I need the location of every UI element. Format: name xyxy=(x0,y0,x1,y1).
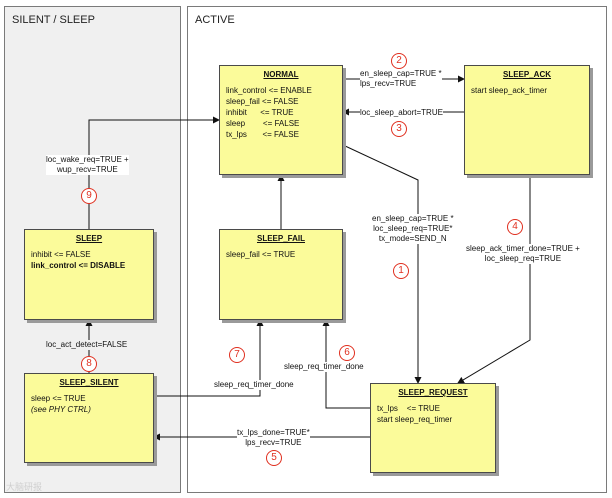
arrow-sleep-silent-to-sleep-fail xyxy=(154,319,264,397)
state-sleep-title: SLEEP xyxy=(75,234,103,243)
transition-6-label: sleep_req_timer_done xyxy=(284,362,364,372)
transition-2-label: en_sleep_cap=TRUE * lps_recv=TRUE xyxy=(360,69,442,89)
state-sleep-silent-line: sleep <= TRUE xyxy=(31,394,86,403)
arrow-sleep-ack-to-sleep-request xyxy=(457,175,531,384)
state-sleep-fail-line: sleep_fail <= TRUE xyxy=(226,250,296,259)
transition-6-number: 6 xyxy=(339,345,355,361)
transition-8-number: 8 xyxy=(81,356,97,372)
state-sleep-request-line: start sleep_req_timer xyxy=(377,415,453,424)
state-sleep-request-title: SLEEP_REQUEST xyxy=(398,388,468,397)
transition-3-number: 3 xyxy=(391,121,407,137)
state-sleep-ack-title: SLEEP_ACK xyxy=(502,70,551,79)
state-normal-line: sleep <= FALSE xyxy=(226,119,300,128)
transition-8-label: loc_act_detect=FALSE xyxy=(46,340,128,350)
state-sleep-fail-title: SLEEP_FAIL xyxy=(256,234,305,243)
state-sleep-fail: SLEEP_FAIL sleep_fail <= TRUE xyxy=(219,229,343,320)
transition-9-label: loc_wake_req=TRUE + wup_recv=TRUE xyxy=(46,155,129,175)
transition-5-number: 5 xyxy=(266,450,282,466)
transition-4-number: 4 xyxy=(507,219,523,235)
transition-7-label: sleep_req_timer_done xyxy=(214,380,294,390)
transition-1-label: en_sleep_cap=TRUE * loc_sleep_req=TRUE* … xyxy=(372,214,454,244)
state-sleep-request-line: tx_lps <= TRUE xyxy=(377,404,440,413)
transition-7-number: 7 xyxy=(229,347,245,363)
state-sleep-silent-line: (see PHY CTRL) xyxy=(31,405,91,414)
transition-1-number: 1 xyxy=(393,263,409,279)
state-normal: NORMAL link_control <= ENABLE sleep_fail… xyxy=(219,65,343,175)
silent-sleep-region-title: SILENT / SLEEP xyxy=(12,14,95,26)
state-sleep-line: inhibit <= FALSE xyxy=(31,250,91,259)
transition-9-number: 9 xyxy=(81,188,97,204)
state-sleep-ack: SLEEP_ACK start sleep_ack_timer xyxy=(464,65,590,175)
watermark: 大脑研报 xyxy=(6,482,43,492)
state-sleep-silent-title: SLEEP_SILENT xyxy=(59,378,119,387)
state-sleep-ack-line: start sleep_ack_timer xyxy=(471,86,548,95)
active-region-title: ACTIVE xyxy=(195,14,235,26)
transition-4-label: sleep_ack_timer_done=TRUE + loc_sleep_re… xyxy=(466,244,580,264)
transition-2-number: 2 xyxy=(391,53,407,69)
arrow-normal-to-sleep-request xyxy=(342,144,422,384)
state-normal-line: inhibit <= TRUE xyxy=(226,108,294,117)
state-sleep: SLEEP inhibit <= FALSE link_control <= D… xyxy=(24,229,154,320)
transition-3-label: loc_sleep_abort=TRUE xyxy=(360,108,443,118)
state-normal-line: link_control <= ENABLE xyxy=(226,86,312,95)
state-sleep-request: SLEEP_REQUEST tx_lps <= TRUE start sleep… xyxy=(370,383,496,473)
transition-5-label: tx_lps_done=TRUE* lps_recv=TRUE xyxy=(237,428,310,448)
state-normal-title: NORMAL xyxy=(263,70,299,79)
state-normal-line: sleep_fail <= FALSE xyxy=(226,97,299,106)
state-normal-line: tx_lps <= FALSE xyxy=(226,130,299,139)
state-sleep-silent: SLEEP_SILENT sleep <= TRUE (see PHY CTRL… xyxy=(24,373,154,463)
state-sleep-line: link_control <= DISABLE xyxy=(31,261,126,270)
arrow-sleep-request-to-sleep-fail xyxy=(322,319,370,409)
